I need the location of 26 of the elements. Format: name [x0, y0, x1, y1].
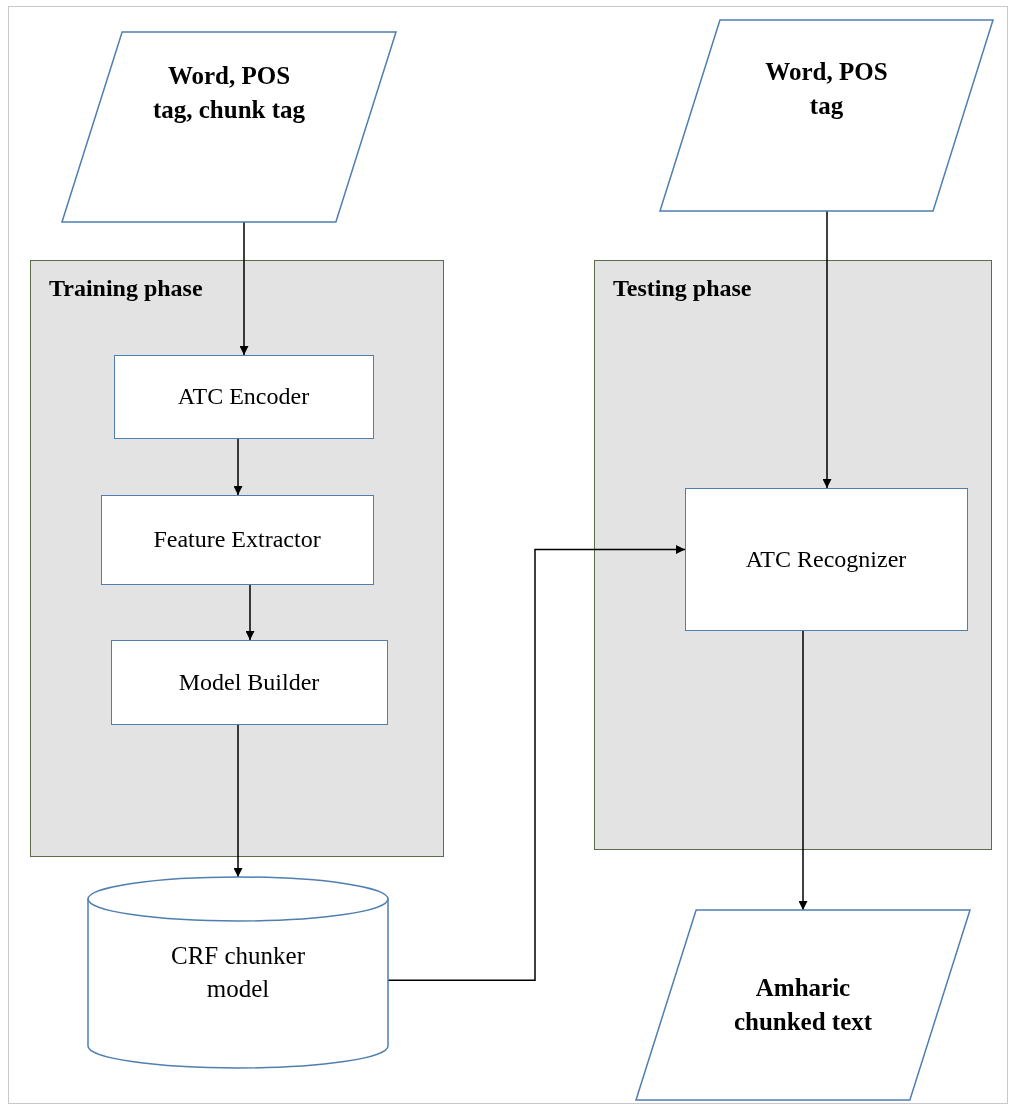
arrow: [822, 210, 832, 489]
input-parallelogram: [62, 32, 396, 222]
process-box: [113, 354, 374, 439]
output-parallelogram: [636, 910, 970, 1100]
arrow: [798, 630, 808, 911]
box-label: ATC Encoder: [177, 383, 310, 410]
process-box: [110, 639, 388, 725]
phase-panel: [594, 260, 992, 850]
arrow: [233, 438, 243, 496]
node-label: Amharic chunked text: [732, 973, 874, 1037]
arrow: [239, 221, 249, 356]
arrow: [233, 724, 243, 878]
box-label: ATC Recognizer: [745, 545, 907, 573]
phase-panel: [30, 260, 444, 857]
process-box: [100, 494, 374, 585]
node-label: CRF chunker model: [170, 940, 306, 1005]
box-label: Feature Extractor: [153, 526, 321, 553]
node-label: Word, POS tag, chunk tag: [152, 60, 306, 125]
process-box: [684, 487, 968, 631]
panel-heading: Testing phase: [613, 275, 752, 302]
model-cylinder: [88, 877, 388, 1068]
box-label: Model Builder: [178, 668, 320, 696]
arrow: [245, 584, 255, 641]
node-label: Word, POS tag: [764, 56, 889, 121]
panel-heading: Training phase: [49, 275, 203, 302]
input-parallelogram: [660, 20, 993, 211]
